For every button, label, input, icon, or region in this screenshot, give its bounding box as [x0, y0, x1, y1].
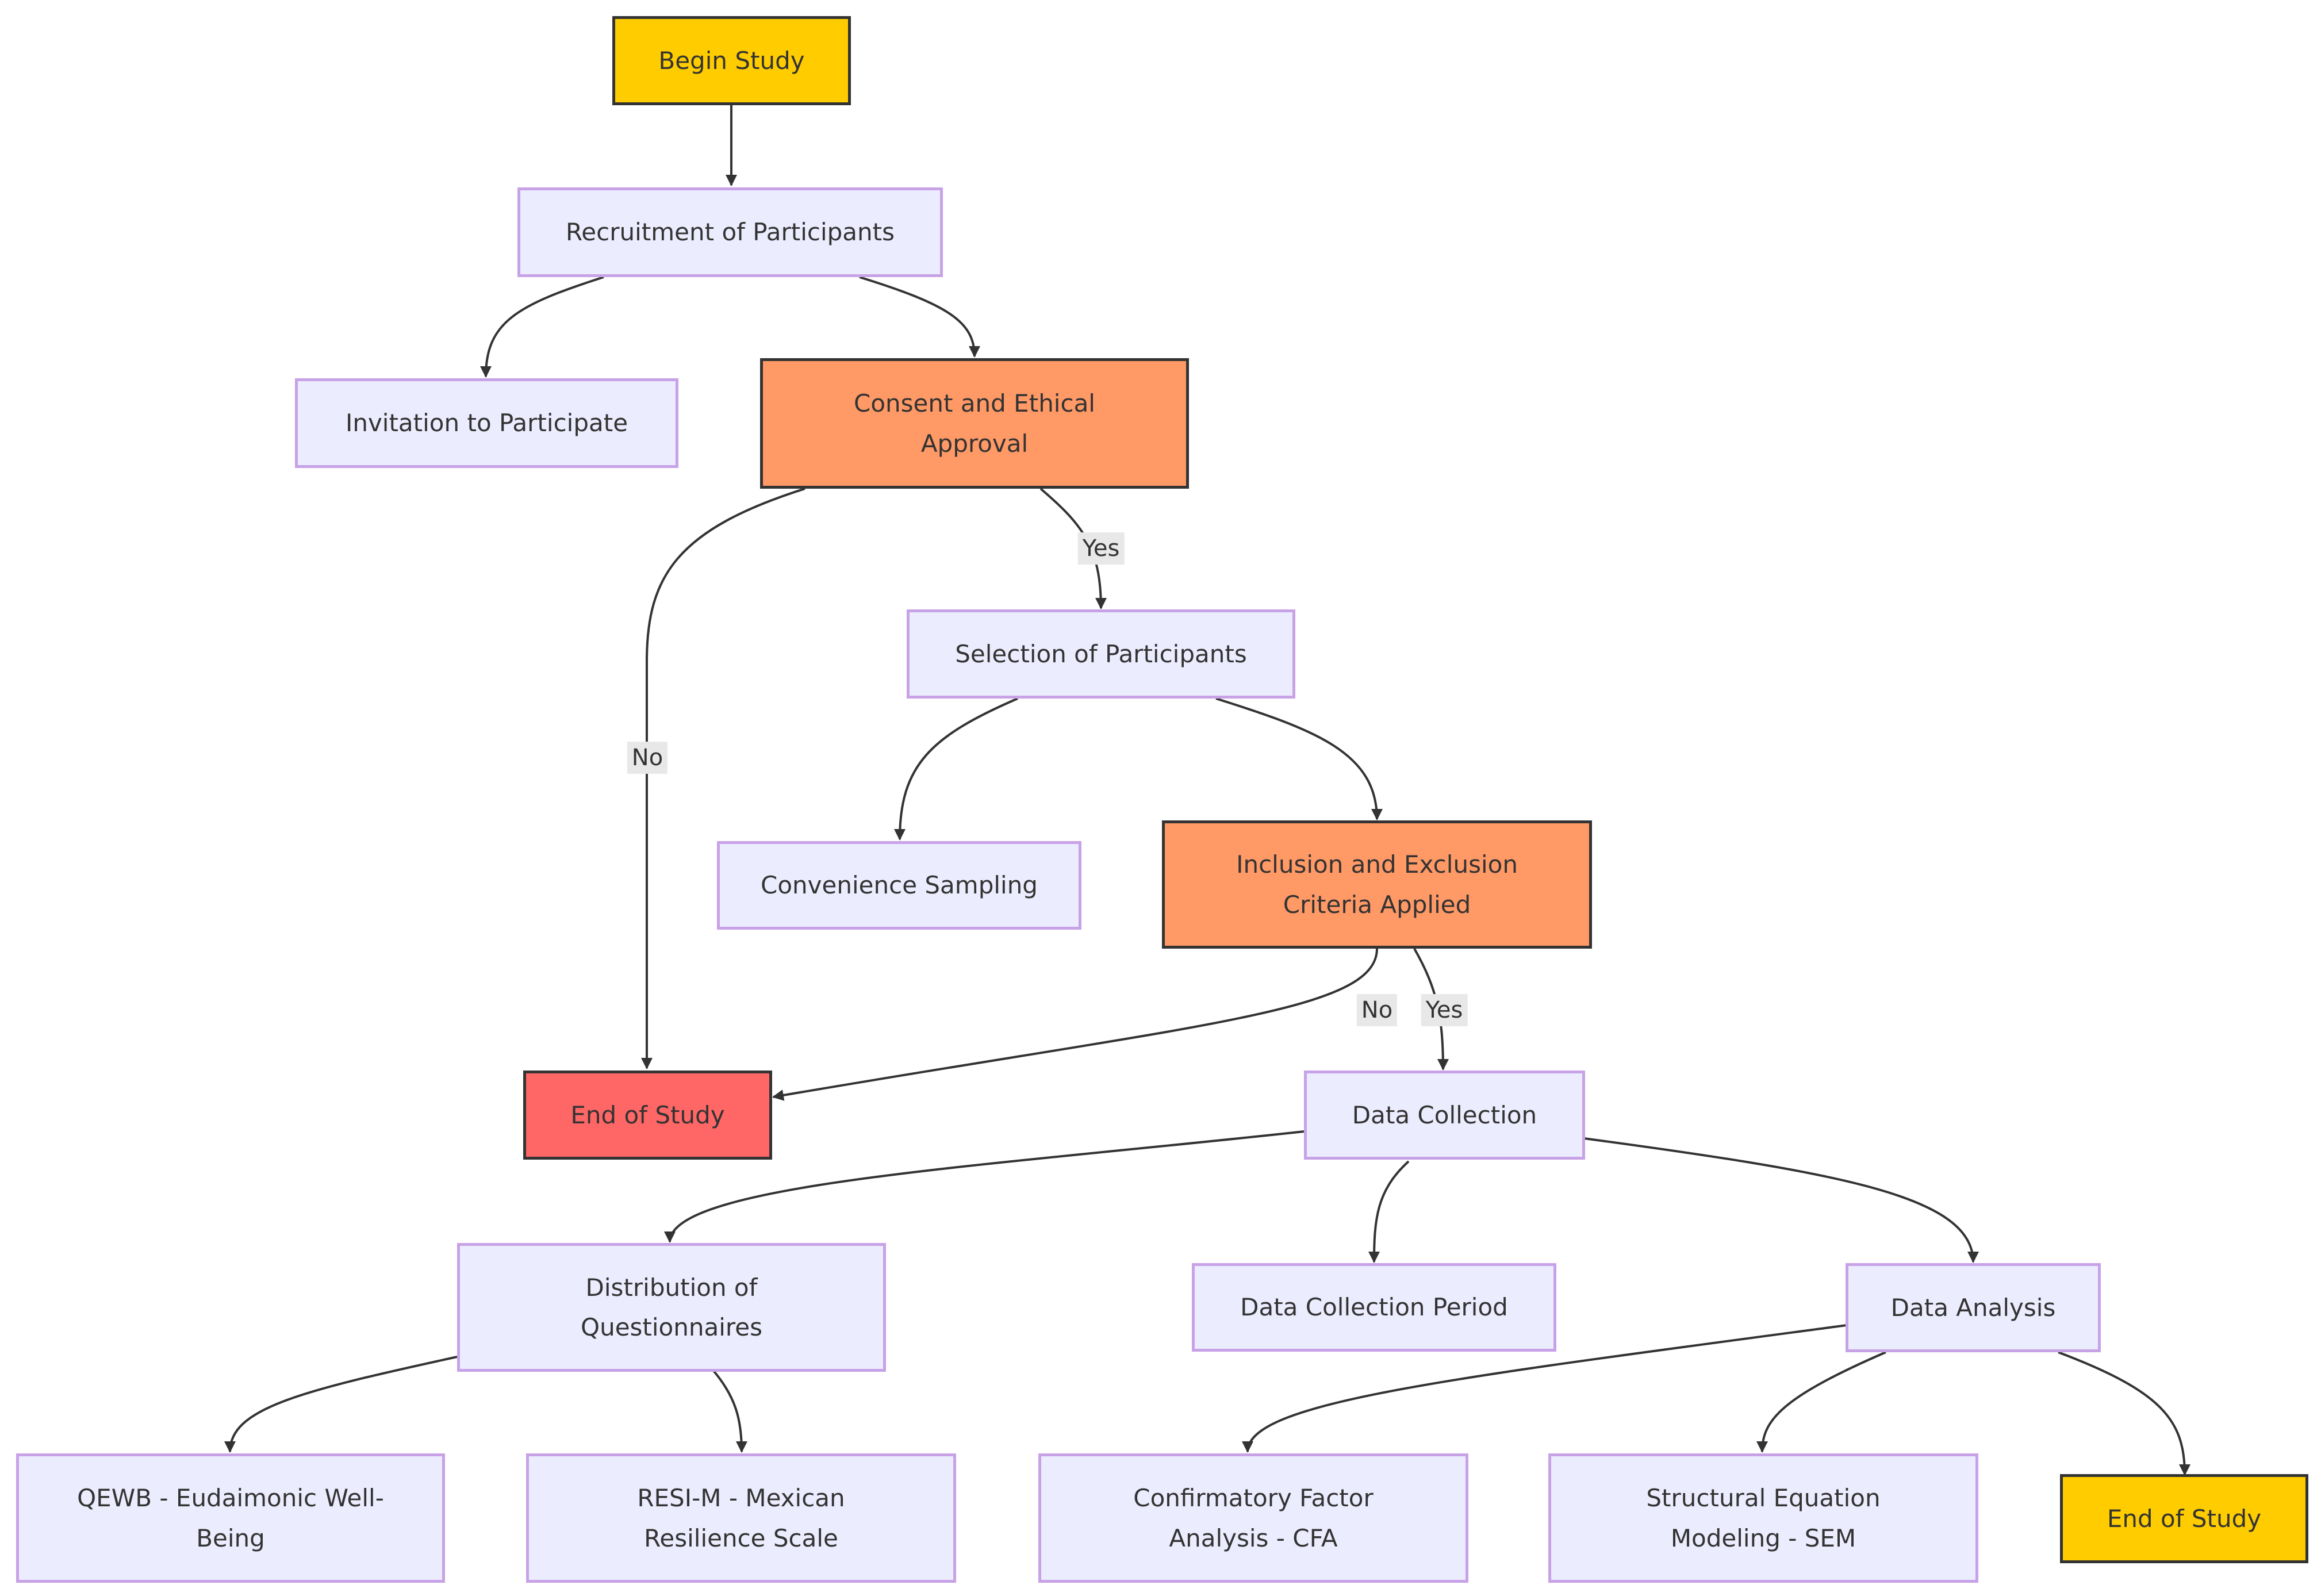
edge-recruitment-consent — [859, 276, 980, 358]
begin-study-node: Begin Study — [612, 16, 851, 105]
cfa-node: Confirmatory Factor Analysis - CFA — [1038, 1453, 1468, 1583]
edge-datacollection-distribution — [664, 1130, 1305, 1243]
recruitment-node: Recruitment of Participants — [517, 187, 943, 277]
selection-node: Selection of Participants — [907, 609, 1295, 699]
edge-label-consent-no: No — [627, 742, 668, 774]
inclusion-node: Inclusion and Exclusion Criteria Applied — [1162, 820, 1592, 949]
invitation-node: Invitation to Participate — [295, 378, 678, 468]
edge-recruitment-invitation — [480, 276, 604, 378]
end-study-red-node: End of Study — [523, 1071, 772, 1160]
edge-analysis-cfa — [1242, 1324, 1847, 1453]
edge-selection-inclusion — [1215, 697, 1383, 820]
edge-consent-end — [641, 488, 805, 1069]
data-analysis-node: Data Analysis — [1846, 1263, 2101, 1352]
edge-label-inclusion-no: No — [1356, 994, 1398, 1026]
edge-label-inclusion-yes: Yes — [1421, 994, 1468, 1026]
convenience-node: Convenience Sampling — [717, 841, 1081, 930]
edge-distribution-qewb — [224, 1356, 458, 1453]
end-study-final-node: End of Study — [2060, 1474, 2308, 1563]
edge-datacollection-analysis — [1583, 1137, 1979, 1263]
data-collection-period-node: Data Collection Period — [1192, 1263, 1556, 1352]
edge-analysis-end — [2058, 1351, 2190, 1476]
data-collection-node: Data Collection — [1304, 1071, 1585, 1160]
edge-selection-convenience — [894, 697, 1018, 841]
edge-analysis-sem — [1756, 1351, 1886, 1453]
resi-m-node: RESI-M - Mexican Resilience Scale — [526, 1453, 956, 1583]
sem-node: Structural Equation Modeling - SEM — [1548, 1453, 1978, 1583]
edge-datacollection-period — [1368, 1160, 1410, 1263]
distribution-node: Distribution of Questionnaires — [457, 1243, 886, 1372]
consent-node: Consent and Ethical Approval — [760, 358, 1189, 489]
edge-inclusion-end — [772, 948, 1378, 1101]
edge-distribution-resi — [712, 1369, 747, 1453]
edge-label-consent-yes: Yes — [1077, 532, 1125, 565]
qewb-node: QEWB - Eudaimonic Well- Being — [16, 1453, 445, 1583]
